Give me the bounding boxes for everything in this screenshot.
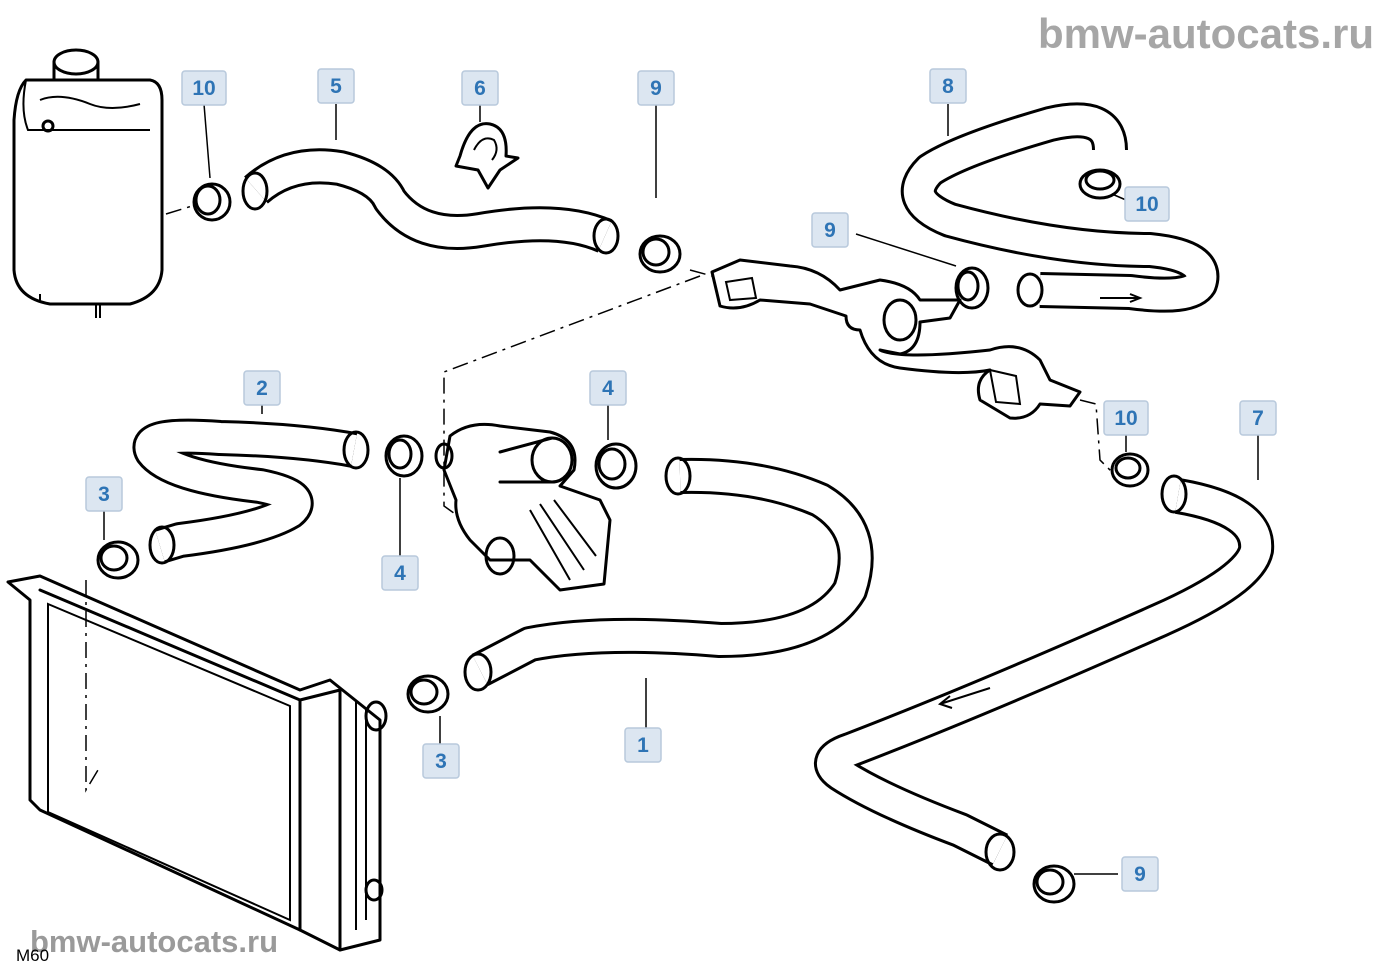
clamp-10-tank[interactable] — [165, 182, 232, 222]
callout-box — [624, 727, 662, 763]
engine-code-label: M60 — [16, 946, 50, 965]
callout-box — [637, 70, 675, 106]
callout-9-15[interactable]: 9 — [1121, 856, 1159, 892]
callout-box — [811, 212, 849, 248]
callout-number: 9 — [1134, 863, 1146, 886]
callout-2-7[interactable]: 2 — [243, 370, 281, 406]
callout-box — [381, 555, 419, 591]
expansion-tank[interactable] — [12, 48, 164, 318]
callout-box — [1103, 400, 1149, 436]
callout-7-12[interactable]: 7 — [1239, 400, 1277, 436]
hose-7[interactable] — [814, 474, 1275, 872]
callout-9-3[interactable]: 9 — [637, 70, 675, 106]
callout-10-0[interactable]: 10 — [181, 70, 227, 106]
clamp-3-bottom[interactable] — [406, 674, 450, 714]
callout-1-13[interactable]: 1 — [624, 727, 662, 763]
callout-box — [85, 476, 123, 512]
clamp-9-right[interactable] — [1078, 168, 1122, 200]
water-pump[interactable] — [434, 422, 612, 592]
callout-number: 9 — [650, 77, 662, 100]
callout-number: 8 — [942, 75, 954, 98]
callout-4-10[interactable]: 4 — [381, 555, 419, 591]
callout-number: 4 — [394, 562, 406, 585]
callout-box — [1239, 400, 1277, 436]
callout-10-5[interactable]: 10 — [1124, 186, 1170, 222]
callout-6-2[interactable]: 6 — [461, 70, 499, 106]
callout-box — [1121, 856, 1159, 892]
hose-5[interactable] — [241, 148, 620, 255]
callout-8-4[interactable]: 8 — [929, 68, 967, 104]
clamp-10-lower[interactable] — [1110, 452, 1150, 488]
callout-box — [422, 743, 460, 779]
hose-8[interactable] — [900, 102, 1220, 313]
callout-box — [461, 70, 499, 106]
callout-9-6[interactable]: 9 — [811, 212, 849, 248]
callout-number: 10 — [192, 77, 215, 100]
callout-number: 3 — [98, 483, 110, 506]
callout-number: 5 — [330, 75, 342, 98]
hose-clip-6[interactable] — [454, 122, 520, 190]
watermark-bottom: bmw-autocats.ru — [30, 924, 279, 959]
clamp-9-bottom[interactable] — [1032, 864, 1076, 904]
clamp-10-upper[interactable] — [954, 266, 990, 310]
callout-labels: 10 5 6 9 8 10 9 2 4 3 4 10 7 1 3 9 — [85, 68, 1277, 892]
callout-box — [589, 370, 627, 406]
callout-4-8[interactable]: 4 — [589, 370, 627, 406]
callout-3-14[interactable]: 3 — [422, 743, 460, 779]
callout-box — [1124, 186, 1170, 222]
clamp-4-right[interactable] — [594, 442, 638, 490]
callout-3-9[interactable]: 3 — [85, 476, 123, 512]
watermark-top: bmw-autocats.ru — [1037, 10, 1374, 57]
clamp-3-left[interactable] — [96, 540, 140, 580]
callout-box — [929, 68, 967, 104]
callout-number: 10 — [1135, 193, 1158, 216]
callout-number: 2 — [256, 377, 268, 400]
callout-box — [243, 370, 281, 406]
callout-number: 6 — [474, 77, 486, 100]
callout-box — [181, 70, 227, 106]
callout-box — [317, 68, 355, 104]
callout-number: 9 — [824, 219, 836, 242]
callout-number: 10 — [1114, 407, 1137, 430]
hose-2[interactable] — [132, 418, 370, 565]
hose-1[interactable] — [463, 456, 874, 692]
clamp-9-top[interactable] — [638, 234, 682, 274]
callout-10-11[interactable]: 10 — [1103, 400, 1149, 436]
callout-number: 1 — [637, 734, 649, 757]
callout-5-1[interactable]: 5 — [317, 68, 355, 104]
callout-number: 3 — [435, 750, 447, 773]
radiator[interactable] — [6, 574, 388, 952]
callout-number: 7 — [1252, 407, 1264, 430]
callout-number: 4 — [602, 377, 614, 400]
clamp-4-left[interactable] — [384, 434, 424, 478]
coolant-pipe[interactable] — [689, 258, 1082, 420]
